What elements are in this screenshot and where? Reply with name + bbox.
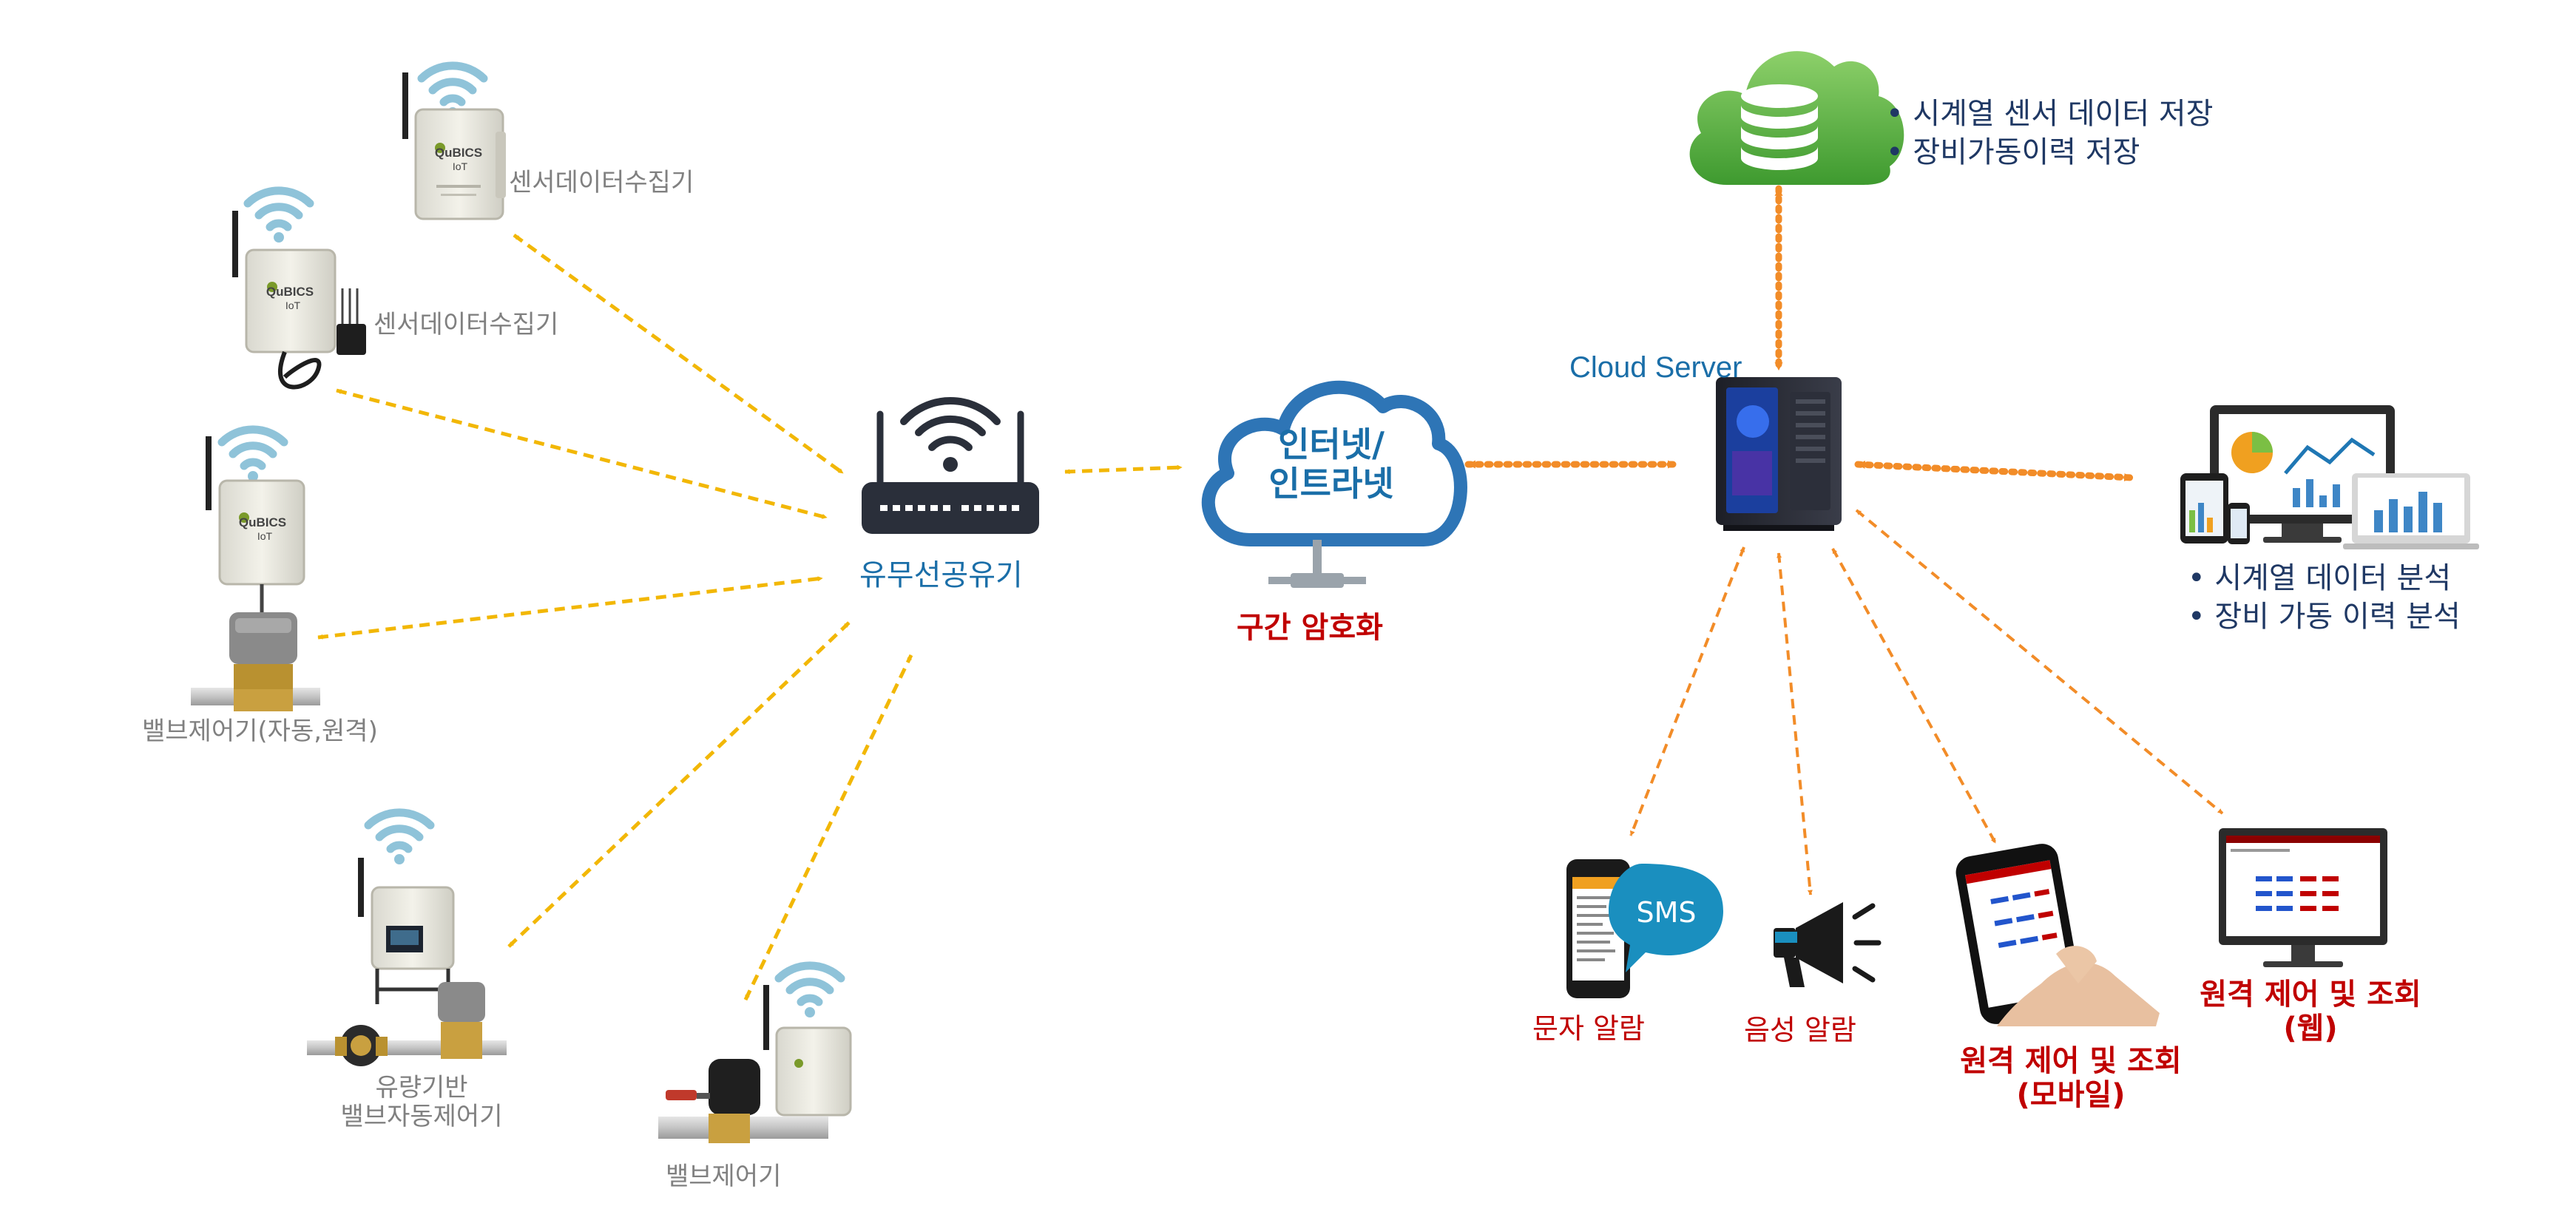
mobile-control-label-line2: (모바일)	[2016, 1078, 2126, 1112]
link-server-analytics	[1854, 460, 2135, 482]
svg-text:IoT: IoT	[453, 160, 468, 172]
voice-alarm-label: 음성 알람	[1744, 1014, 1856, 1046]
encryption-label: 구간 암호화	[1237, 611, 1383, 645]
collector-1-label: 센서데이터수집기	[509, 168, 694, 197]
internet-label-line1: 인터넷/	[1278, 424, 1385, 464]
cloud-server-icon	[1716, 377, 1842, 531]
storage-bullet-list: 시계열 센서 데이터 저장 장비가동이력 저장	[1886, 95, 2213, 172]
database-icon	[1741, 84, 1818, 170]
valve-controller-label: 밸브제어기(자동,원격)	[142, 717, 378, 746]
link-group-router	[317, 233, 1183, 1001]
sensor-collector-1: QuBICS IoT	[402, 66, 506, 220]
link-server-mobile	[1831, 548, 1997, 844]
storage-bullet-item: 시계열 센서 데이터 저장	[1886, 95, 2213, 133]
link-group-server	[1464, 185, 2224, 895]
web-monitor-icon	[2219, 828, 2387, 967]
mobile-control-label-line1: 원격 제어 및 조회	[1960, 1044, 2182, 1078]
mobile-control-icon	[1955, 844, 2160, 1026]
flow-valve-label-line2: 밸브자동제어기	[340, 1102, 503, 1132]
svg-text:SMS: SMS	[1636, 896, 1696, 929]
valve-controller-auto: QuBICS IoT	[191, 430, 320, 711]
internet-label: 인터넷/ 인트라넷	[1243, 425, 1420, 504]
internet-label-line2: 인트라넷	[1268, 463, 1394, 504]
cloud-server-label: Cloud Server	[1569, 351, 1742, 384]
mobile-control-label: 원격 제어 및 조회 (모바일)	[1938, 1044, 2204, 1112]
analysis-bullet-item: 장비 가동 이력 분석	[2188, 597, 2461, 636]
link-router-internet	[1064, 464, 1183, 475]
link-simplevalve-router	[743, 654, 913, 1001]
analytics-devices-icon	[2180, 405, 2479, 549]
web-control-label-line2: (웹)	[2283, 1012, 2338, 1046]
router-icon	[862, 397, 1039, 534]
svg-text:QuBICS: QuBICS	[435, 146, 482, 160]
link-server-web	[1855, 509, 2224, 815]
valve-controller-simple	[658, 966, 852, 1143]
flow-valve-label: 유량기반 밸브자동제어기	[318, 1073, 525, 1132]
link-server-sms	[1629, 546, 1745, 836]
link-flowvalve-router	[507, 621, 851, 948]
storage-bullet-item: 장비가동이력 저장	[1886, 133, 2213, 172]
internet-cloud-icon	[1202, 380, 1467, 588]
link-server-voice	[1777, 552, 1813, 895]
analysis-bullet-list: 시계열 데이터 분석 장비 가동 이력 분석	[2188, 559, 2461, 636]
svg-text:QuBICS: QuBICS	[239, 515, 286, 529]
sms-alarm-label: 문자 알람	[1532, 1012, 1645, 1045]
megaphone-icon	[1774, 902, 1882, 987]
sensor-collector-2: QuBICS IoT	[232, 191, 366, 390]
wifi-icon	[222, 430, 284, 481]
collector-2-label: 센서데이터수집기	[373, 310, 559, 339]
svg-text:IoT: IoT	[257, 530, 273, 542]
router-label: 유무선공유기	[859, 558, 1023, 592]
web-control-label: 원격 제어 및 조회 (웹)	[2177, 978, 2444, 1046]
simple-valve-label: 밸브제어기	[666, 1162, 782, 1191]
flow-valve-controller	[307, 813, 507, 1066]
link-valve-router	[317, 576, 823, 640]
sms-phone-icon: SMS	[1566, 859, 1723, 998]
svg-text:IoT: IoT	[285, 299, 301, 311]
wifi-icon	[779, 966, 841, 1017]
link-collector1-router	[513, 233, 845, 475]
storage-cloud-icon	[1689, 51, 1904, 185]
svg-text:QuBICS: QuBICS	[266, 285, 314, 299]
wifi-icon	[248, 191, 310, 243]
analysis-bullet-item: 시계열 데이터 분석	[2188, 559, 2461, 597]
flow-valve-label-line1: 유량기반	[375, 1073, 468, 1103]
wifi-icon	[368, 813, 430, 864]
web-control-label-line1: 원격 제어 및 조회	[2200, 978, 2421, 1012]
